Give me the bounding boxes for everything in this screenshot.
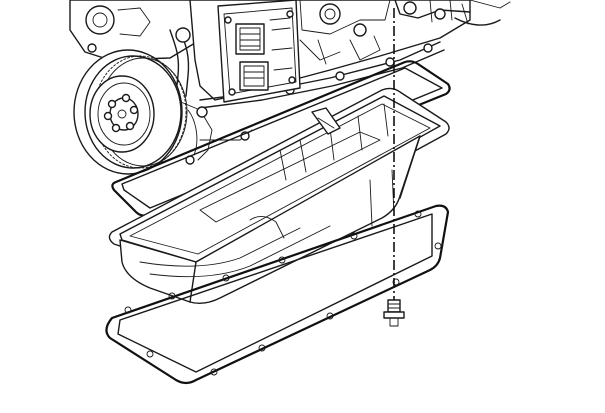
ecm-module <box>217 0 301 103</box>
lower-gasket <box>105 204 450 385</box>
drain-bolt <box>383 8 405 327</box>
crankshaft-pulley <box>73 49 188 175</box>
